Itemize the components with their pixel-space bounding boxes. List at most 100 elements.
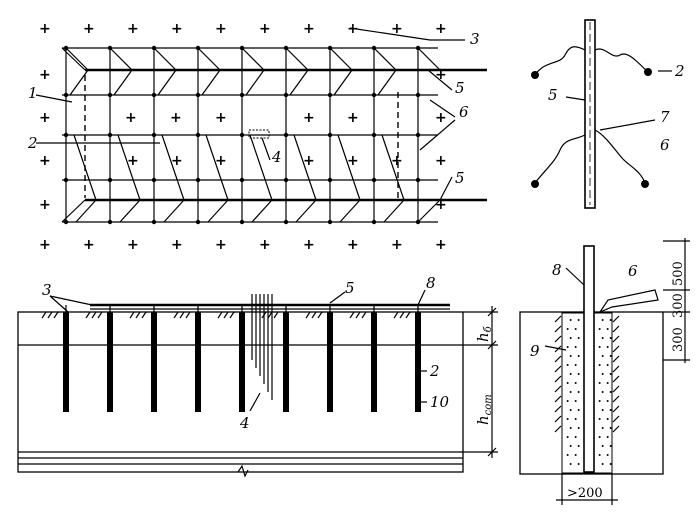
electrode — [107, 312, 113, 412]
plus-marker: + — [39, 197, 51, 213]
mesh-node — [415, 92, 421, 98]
plan-view: +++++++++++++++++++++++++++++++++++++++ … — [27, 21, 487, 253]
label-3: 3 — [470, 30, 480, 48]
label-10: 10 — [430, 393, 450, 411]
label-6: 6 — [628, 262, 638, 280]
electrode — [415, 312, 421, 412]
wire-right-bottom — [594, 129, 646, 184]
label-8: 8 — [426, 274, 436, 292]
dim-300: 300 — [671, 327, 686, 352]
mesh-node — [151, 92, 157, 98]
mesh-node — [283, 92, 289, 98]
plus-marker: + — [303, 153, 315, 169]
plus-marker: + — [171, 237, 183, 253]
mesh-node — [63, 219, 69, 225]
mesh-node — [107, 132, 113, 138]
plus-marker: + — [39, 67, 51, 83]
mesh-node — [151, 219, 157, 225]
leader-4 — [261, 137, 271, 161]
dim-h-com: hcom — [474, 394, 494, 425]
plus-marker: + — [347, 110, 359, 126]
plus-marker: + — [171, 21, 183, 37]
leader-5b — [439, 176, 453, 201]
plus-marker: + — [435, 153, 447, 169]
detail-bar — [584, 19, 596, 209]
electrode — [239, 312, 245, 412]
dim-200: >200 — [567, 486, 603, 501]
plus-marker: + — [391, 153, 403, 169]
mesh-node — [63, 132, 69, 138]
label-5-top: 5 — [455, 79, 465, 97]
label-8: 8 — [552, 261, 562, 279]
concrete-fill-pattern — [554, 315, 620, 465]
plus-marker: + — [435, 197, 447, 213]
leader-1 — [35, 94, 73, 103]
plus-marker: + — [39, 153, 51, 169]
label-2: 2 — [429, 362, 440, 380]
mesh-node — [415, 177, 421, 183]
wire-mesh — [61, 45, 441, 225]
label-6: 6 — [459, 103, 469, 121]
plus-marker: + — [347, 153, 359, 169]
mesh-node — [327, 219, 333, 225]
electrode — [283, 312, 289, 412]
plus-marker: + — [303, 237, 315, 253]
electrode-rod — [583, 245, 595, 473]
label-5: 5 — [345, 279, 355, 297]
mesh-node — [327, 177, 333, 183]
mesh-node — [327, 132, 333, 138]
mesh-node — [195, 177, 201, 183]
mesh-node — [239, 92, 245, 98]
mesh-node — [371, 219, 377, 225]
mesh-node — [283, 219, 289, 225]
plus-marker: + — [127, 237, 139, 253]
electrodes — [41, 294, 421, 412]
mesh-node — [283, 177, 289, 183]
plus-marker-grid: +++++++++++++++++++++++++++++++++++++++ — [39, 21, 447, 253]
mesh-node — [371, 92, 377, 98]
label-4: 4 — [271, 148, 282, 166]
plus-marker: + — [347, 237, 359, 253]
connection-detail: 5 7 6 2 — [531, 19, 685, 209]
connector-6 — [598, 289, 659, 314]
electrode-dot — [644, 68, 652, 76]
leader-7 — [599, 119, 656, 131]
electrode-dot — [531, 180, 539, 188]
mesh-node — [327, 92, 333, 98]
leader-5a — [427, 69, 453, 91]
mesh-node — [371, 177, 377, 183]
mesh-node — [371, 132, 377, 138]
label-2: 2 — [27, 134, 38, 152]
leader-5 — [565, 96, 586, 101]
plus-marker: + — [391, 21, 403, 37]
plus-marker: + — [39, 21, 51, 37]
plus-marker: + — [435, 21, 447, 37]
electrode — [63, 312, 69, 412]
dim-h-b: hб — [474, 325, 494, 342]
electrode-dot — [531, 71, 539, 79]
mesh-node — [63, 177, 69, 183]
label-9: 9 — [530, 342, 540, 360]
plus-marker: + — [435, 67, 447, 83]
mesh-node — [151, 177, 157, 183]
pile-detail: 500 300 300 >200 8 6 9 — [519, 238, 690, 505]
wire-left-top — [534, 46, 586, 76]
plus-marker: + — [127, 21, 139, 37]
mesh-node — [283, 132, 289, 138]
mesh-node — [415, 132, 421, 138]
electrode — [195, 312, 201, 412]
mesh-node — [151, 132, 157, 138]
plus-marker: + — [127, 153, 139, 169]
mesh-node — [195, 132, 201, 138]
leader-3 — [349, 27, 431, 41]
mesh-node — [63, 92, 69, 98]
plus-marker: + — [170, 110, 182, 126]
plus-marker: + — [391, 237, 403, 253]
plus-marker: + — [303, 110, 315, 126]
sensor-box — [248, 129, 270, 139]
label-4: 4 — [239, 414, 250, 432]
section-view: hб hcom 3 5 8 2 10 4 — [17, 274, 498, 478]
dim-300-top: 300 — [671, 293, 686, 318]
mesh-node — [239, 219, 245, 225]
plus-marker: + — [83, 237, 95, 253]
